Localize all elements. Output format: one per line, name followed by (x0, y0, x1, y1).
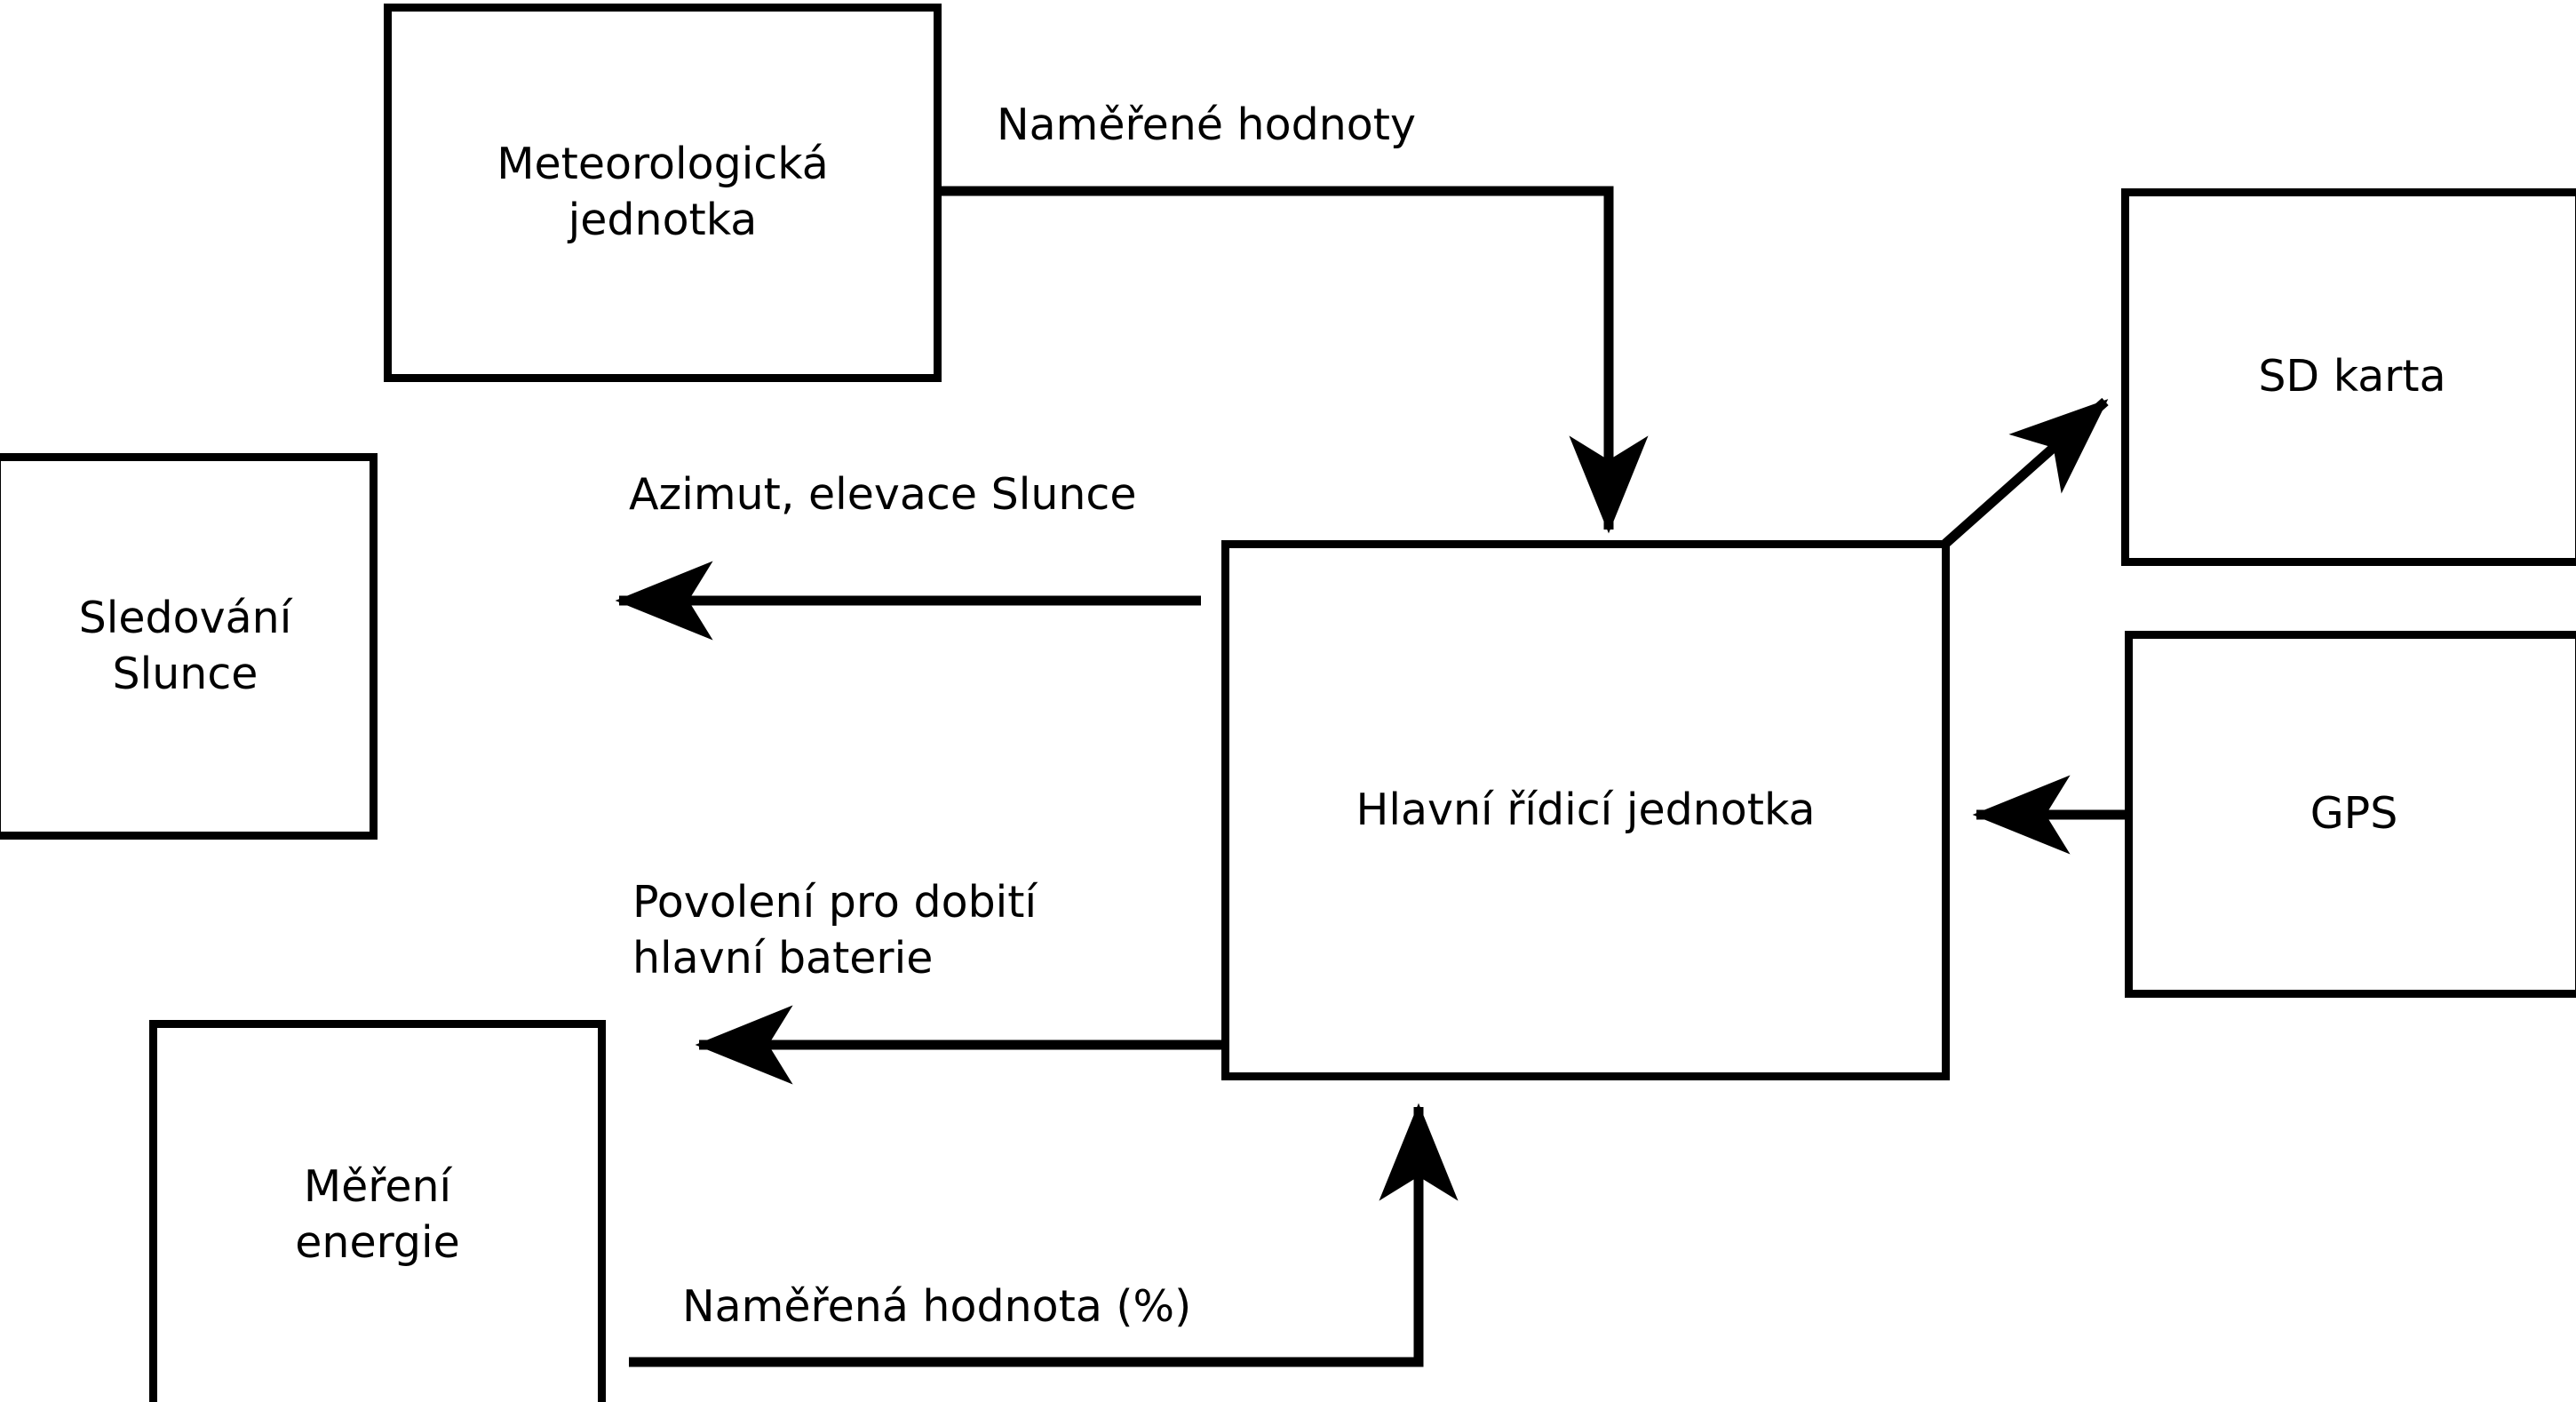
node-label-gps: GPS (2310, 788, 2398, 840)
node-label-energy-measurement: Měření energie (295, 1161, 460, 1268)
connector-energy-to-main (629, 1103, 1459, 1367)
edge-label-battery-charge-permission: Povolení pro dobití hlavní baterie (632, 877, 1038, 984)
node-label-sd-card: SD karta (2258, 351, 2446, 402)
node-gps[interactable]: GPS (2125, 631, 2576, 998)
edge-label-measured-values: Naměřené hodnoty (997, 100, 1416, 150)
connector-main-to-sdcard (1942, 397, 2109, 548)
node-label-meteorological-unit: Meteorologická jednotka (497, 139, 829, 245)
node-label-sun-tracking: Sledování Slunce (78, 592, 292, 699)
node-sd-card[interactable]: SD karta (2121, 188, 2576, 566)
edge-label-measured-value-percent: Naměřená hodnota (%) (682, 1281, 1192, 1332)
node-sun-tracking[interactable]: Sledování Slunce (0, 453, 378, 840)
connector-meteo-to-main (942, 186, 1649, 534)
node-main-control-unit[interactable]: Hlavní řídicí jednotka (1221, 540, 1950, 1080)
node-energy-measurement[interactable]: Měření energie (149, 1020, 606, 1402)
node-label-main-control-unit: Hlavní řídicí jednotka (1356, 784, 1816, 835)
node-meteorological-unit[interactable]: Meteorologická jednotka (384, 4, 942, 382)
edge-label-azimuth-elevation: Azimut, elevace Slunce (629, 469, 1137, 520)
